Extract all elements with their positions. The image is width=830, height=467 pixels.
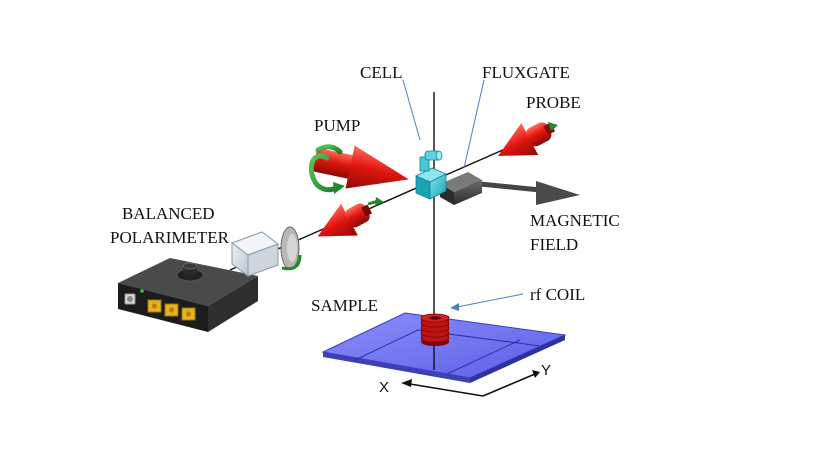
magnetic-field-arrow-icon bbox=[536, 181, 580, 205]
x-axis-label: X bbox=[379, 379, 389, 396]
pump-label: PUMP bbox=[314, 116, 360, 135]
probe-input-beam-arrow bbox=[497, 122, 556, 156]
probe-input-polarization-icon bbox=[548, 122, 558, 131]
balanced-polarimeter-label-line1: BALANCED bbox=[122, 204, 215, 223]
fluxgate-label: FLUXGATE bbox=[482, 63, 570, 82]
rf-coil bbox=[420, 313, 450, 346]
polarizer-cube bbox=[230, 231, 280, 277]
xy-axes bbox=[401, 370, 540, 397]
probe-output-polarization-head-icon bbox=[375, 197, 384, 206]
rf-coil-pointer-head-icon bbox=[450, 303, 459, 311]
magnetic-field-label-line1: MAGNETIC bbox=[530, 211, 620, 230]
cell-label: CELL bbox=[360, 63, 403, 82]
fluxgate-pointer-line bbox=[463, 79, 485, 169]
probe-output-beam-arrow bbox=[317, 203, 373, 237]
rf-coil-label: rf COIL bbox=[530, 285, 585, 304]
balanced-polarimeter-label-line2: POLARIMETER bbox=[110, 228, 230, 247]
sample-plate bbox=[321, 312, 567, 383]
magnetic-field-label-line2: FIELD bbox=[530, 235, 578, 254]
waveplate-disk bbox=[280, 226, 302, 271]
probe-label: PROBE bbox=[526, 93, 581, 112]
vapor-cell bbox=[415, 150, 447, 200]
sample-label: SAMPLE bbox=[311, 296, 378, 315]
balanced-polarimeter-device bbox=[118, 258, 258, 332]
cell-pointer-line bbox=[402, 79, 421, 141]
rf-coil-pointer-line bbox=[456, 293, 524, 308]
pump-circular-polarization-icon bbox=[308, 144, 345, 194]
y-axis-label: Y bbox=[541, 362, 551, 379]
